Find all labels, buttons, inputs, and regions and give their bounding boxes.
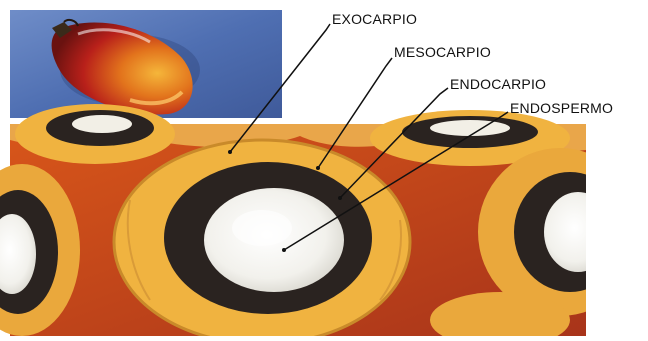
cross-section-photo <box>0 104 648 336</box>
mesocarp-label: MESOCARPIO <box>394 44 491 60</box>
endocarp-label: ENDOCARPIO <box>450 76 546 92</box>
endosperm-pointer-dot <box>282 248 286 252</box>
endocarp-pointer-dot <box>338 196 342 200</box>
mesocarp-pointer-dot <box>316 166 320 170</box>
top-fruit-photo <box>10 10 282 118</box>
exocarp-pointer-dot <box>228 150 232 154</box>
exocarp-label: EXOCARPIO <box>332 11 417 27</box>
endosperm-label: ENDOSPERMO <box>510 100 613 116</box>
